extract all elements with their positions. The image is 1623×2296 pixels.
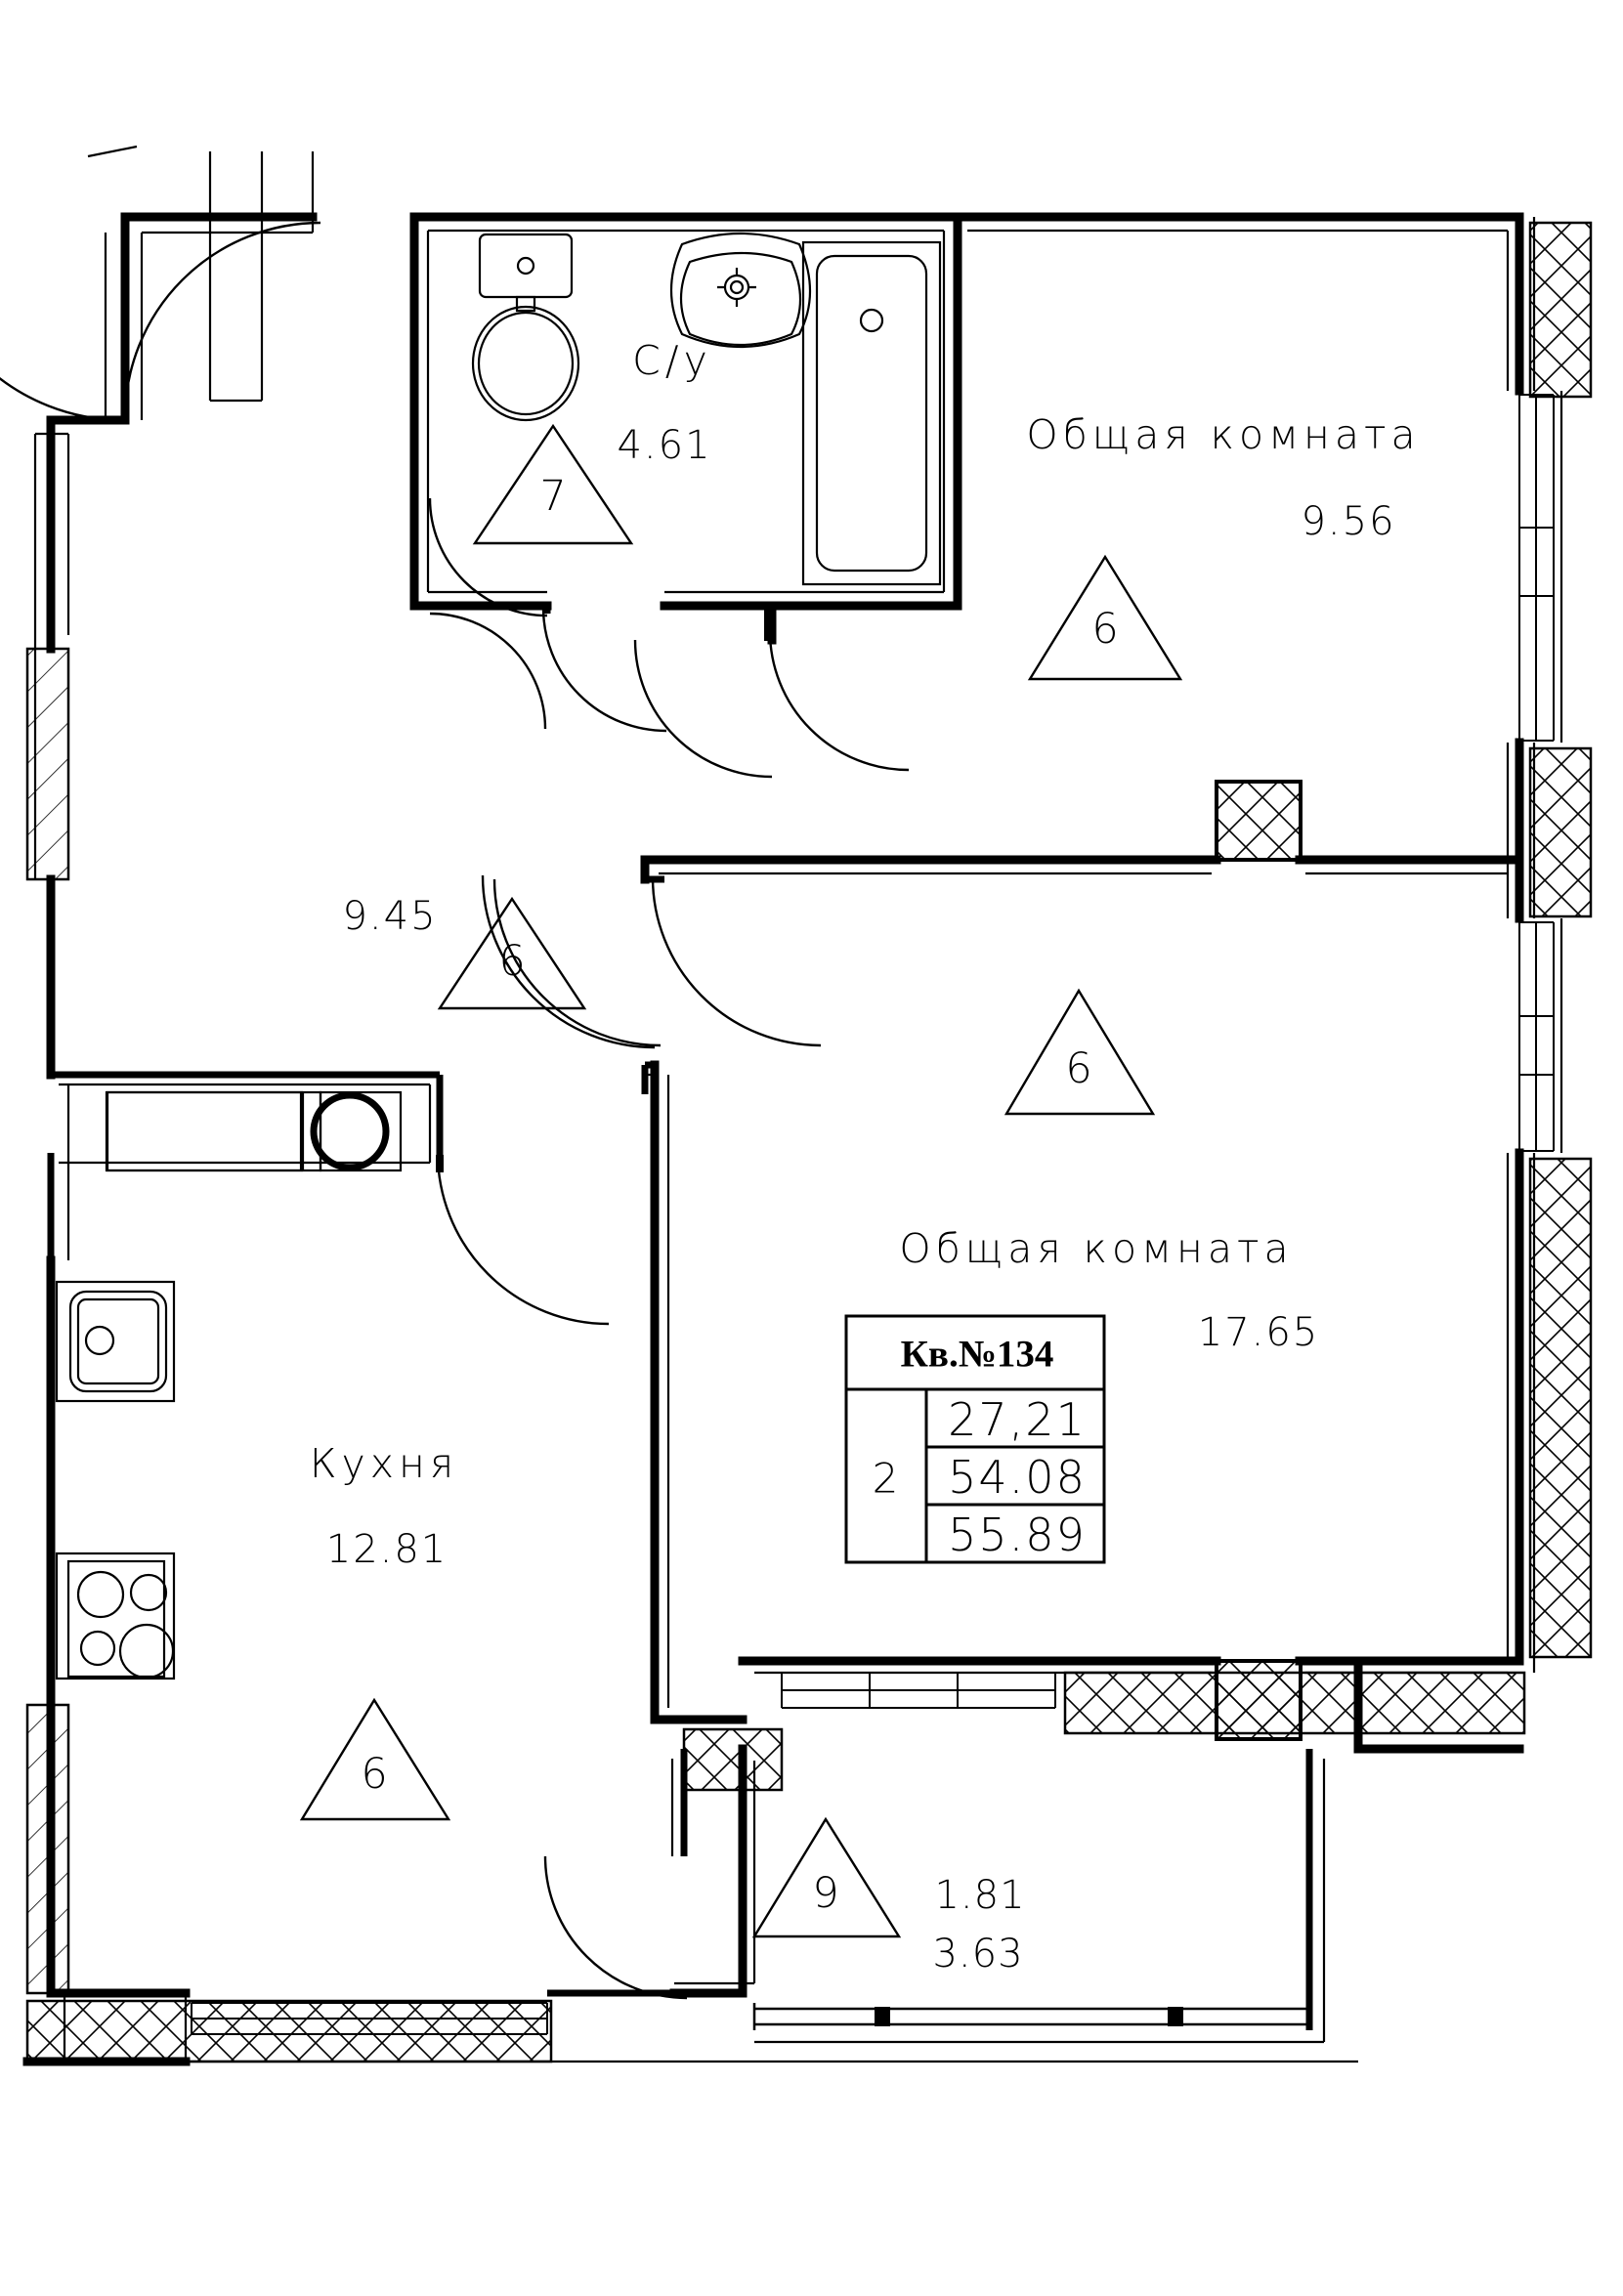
wardrobe-icon [105,1090,403,1172]
apartment-living-area: 27,21 [948,1393,1087,1446]
stove-icon [55,1552,176,1680]
apartment-rooms-count: 2 [872,1454,899,1503]
apartment-area-no-balcony: 54.08 [948,1451,1087,1504]
washbasin-icon [669,232,812,349]
bathtub-icon [801,240,942,586]
toilet-icon [471,233,580,422]
wall-structure [0,145,1593,2066]
kitchen-sink-icon [55,1280,176,1403]
apartment-total-area: 55.89 [948,1509,1087,1561]
boiler-icon [310,1091,390,1171]
apartment-number: Кв.№134 [900,1333,1054,1376]
